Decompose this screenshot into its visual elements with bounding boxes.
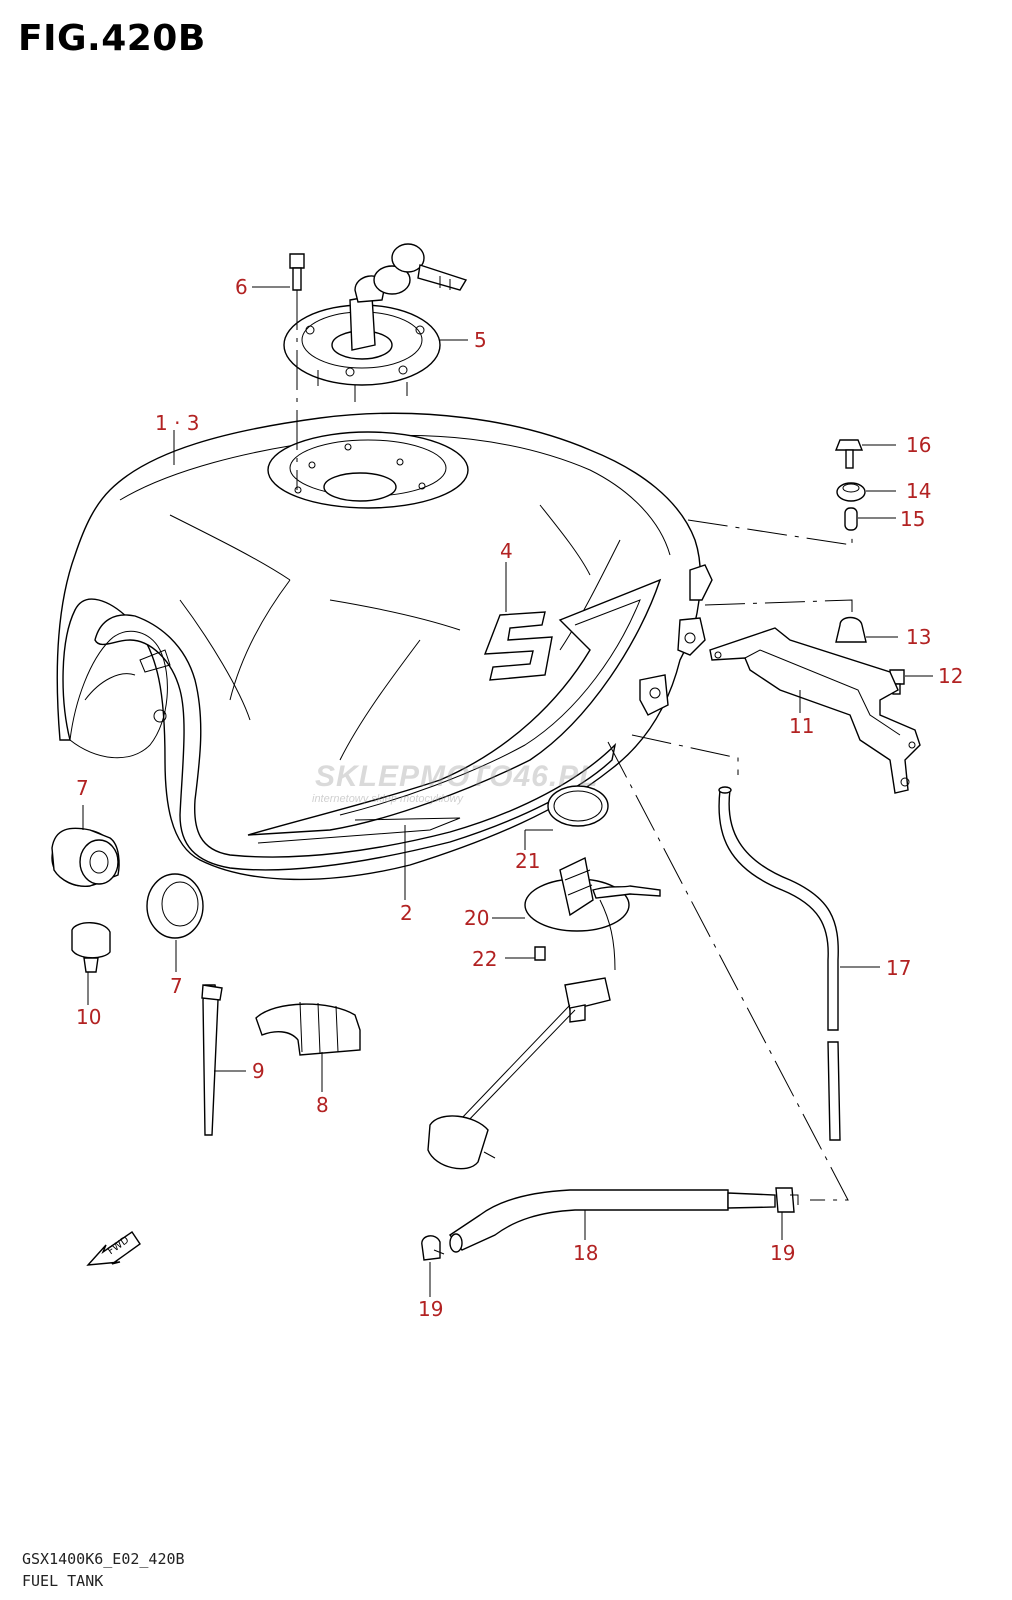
callout-6: 6 [235,275,248,299]
callout-19-right: 19 [770,1241,795,1265]
tie-strap-9 [201,984,223,1136]
callout-11: 11 [789,714,814,738]
callout-16: 16 [906,433,931,457]
rear-bracket [704,599,921,794]
callout-14: 14 [906,479,931,503]
callout-7b: 7 [170,974,183,998]
watermark: SKLEPMOTO46.PL [315,760,599,793]
callout-15: 15 [900,507,925,531]
callout-21: 21 [515,849,540,873]
callout-2: 2 [400,901,413,925]
leader-lines [82,286,933,1297]
model-code: GSX1400K6_E02_420B [22,1550,185,1568]
mount-hardware-upper [687,439,866,546]
cushion-7a [51,827,120,887]
fuel-cap-assembly [283,243,468,402]
callout-1-3: 1 · 3 [155,411,200,435]
callout-12: 12 [938,664,963,688]
damper-10 [71,922,111,973]
cover-8 [255,1001,361,1056]
forward-arrow-icon: FWD [86,1231,141,1266]
diagram-caption: FUEL TANK [22,1572,104,1590]
breather-hose [631,734,841,1141]
fuel-pump-assembly [427,785,661,1170]
callout-22: 22 [472,947,497,971]
callout-8: 8 [316,1093,329,1117]
watermark-subtext: internetowy sklep motocyklowy [312,793,464,805]
callout-20: 20 [464,906,489,930]
footer: GSX1400K6_E02_420B FUEL TANK [22,1548,185,1592]
callout-5: 5 [474,328,487,352]
callout-18: 18 [573,1241,598,1265]
cushion-7b [146,873,204,939]
cap-bolt [289,253,305,490]
fuel-hose [448,1189,776,1253]
callout-4: 4 [500,539,513,563]
callout-17: 17 [886,956,911,980]
callout-labels: 1 · 3 2 4 5 6 7 7 8 9 10 11 12 13 14 15 … [76,275,963,1321]
hose-clamp-right [775,1187,799,1213]
callout-13: 13 [906,625,931,649]
callout-9: 9 [252,1059,265,1083]
callout-7a: 7 [76,776,89,800]
callout-19-left: 19 [418,1297,443,1321]
callout-10: 10 [76,1005,101,1029]
hose-clamp-left [421,1235,445,1261]
fuel-tank [56,412,713,881]
figure-title: FIG.420B [18,18,206,59]
